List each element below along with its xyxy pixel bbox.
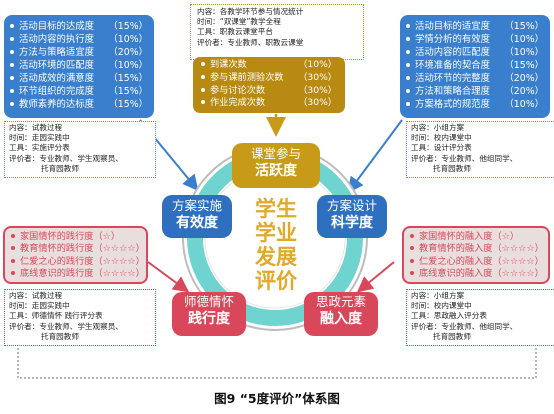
top-item: 参与讨论次数（30%） bbox=[201, 85, 337, 98]
top-info-line: 时间：“双课堂”教学全程 bbox=[197, 17, 281, 27]
lower-right-info: 内容：小组方案 时间：校内课堂中 工具：思政融入评分表 评价者：专业教师、他组同… bbox=[406, 289, 554, 346]
lower-left-item: 仁爱之心的践行度（☆☆☆☆） bbox=[11, 256, 145, 268]
lower-left-info: 内容：试教过程 时间：走园实践中 工具：师德情怀 践行评分表 评价者：专业教师、… bbox=[4, 289, 156, 346]
top-info-line: 内容：各教学环节参与情况统计 bbox=[197, 7, 304, 16]
upper-right-item: 活动目标的适宜度（15%） bbox=[406, 20, 544, 33]
node-upper-left-line1: 方案实施 bbox=[171, 198, 222, 213]
lower-right-panel: 家国情怀的融入度（☆） 教育情怀的融入度（☆☆☆☆） 仁爱之心的融入度（☆☆☆☆… bbox=[402, 226, 550, 284]
upper-left-item: 活动目标的达成度（15%） bbox=[10, 20, 148, 33]
top-info-line: 评价者：专业教师、职教云课堂 bbox=[197, 37, 304, 47]
node-upper-right: 方案设计 科学度 bbox=[317, 195, 387, 238]
upper-right-item: 活动内容的匹配度（10%） bbox=[406, 46, 544, 59]
upper-right-item: 方法和策略合理度（20%） bbox=[406, 85, 544, 98]
top-item: 作业完成次数（30%） bbox=[201, 97, 337, 110]
center-line-3: 发展 bbox=[255, 245, 297, 269]
figure-caption: 图9 “5度评价”体系图 bbox=[214, 391, 340, 406]
lower-left-item: 底线意识的践行度（☆☆☆☆） bbox=[11, 268, 145, 280]
upper-left-item: 活动内容的执行度（10%） bbox=[10, 33, 148, 46]
upper-right-item: 方案格式的规范度（10%） bbox=[406, 98, 544, 111]
dashed-frame-bottom bbox=[17, 340, 537, 379]
node-lower-right-line1: 思政元素 bbox=[315, 294, 366, 309]
lower-right-item: 底线意识的融入度（☆☆☆☆） bbox=[410, 268, 544, 280]
arrow-lower-left bbox=[147, 261, 190, 293]
lower-left-item: 教育情怀的践行度（☆☆☆☆） bbox=[11, 243, 145, 255]
node-lower-right: 思政元素 融入度 bbox=[304, 292, 378, 336]
top-item: 到课次数（10%） bbox=[201, 59, 337, 72]
node-upper-right-line1: 方案设计 bbox=[326, 198, 377, 213]
upper-right-info: 内容：小组方案 时间：校内课堂中 工具：设计评分表 评价者：专业教师、他组同学、… bbox=[406, 121, 554, 178]
node-lower-left: 师德情怀 践行度 bbox=[172, 292, 246, 336]
upper-left-item: 活动环境的匹配度（10%） bbox=[10, 59, 148, 72]
center-line-4: 评价 bbox=[255, 269, 297, 293]
lower-right-item: 家国情怀的融入度（☆） bbox=[410, 231, 542, 243]
upper-left-item: 教师素养的达标度（15%） bbox=[10, 98, 148, 111]
node-top: 课堂参与 活跃度 bbox=[232, 143, 320, 188]
top-info-box: 内容：各教学环节参与情况统计 时间：“双课堂”教学全程 工具：职教云课堂平台 评… bbox=[190, 4, 364, 60]
upper-left-panel: 活动目标的达成度（15%） 活动内容的执行度（10%） 方法与策略适宜度（20%… bbox=[4, 15, 154, 118]
upper-right-item: 环境准备的契合度（15%） bbox=[406, 59, 544, 72]
upper-right-item: 学情分析的有效度（10%） bbox=[406, 33, 544, 46]
top-panel: 到课次数（10%） 参与课前测验次数（30%） 参与讨论次数（30%） 作业完成… bbox=[193, 57, 345, 113]
upper-left-item: 活动成效的满意度（15%） bbox=[10, 72, 148, 85]
node-top-line1: 课堂参与 bbox=[250, 146, 301, 161]
upper-right-panel: 活动目标的适宜度（15%） 学情分析的有效度（10%） 活动内容的匹配度（10%… bbox=[400, 15, 550, 118]
node-lower-right-line2: 融入度 bbox=[320, 311, 362, 327]
upper-right-item: 活动环节的完整度（20%） bbox=[406, 72, 544, 85]
lower-left-item: 家国情怀的践行度（☆） bbox=[11, 231, 140, 243]
node-top-line2: 活跃度 bbox=[255, 163, 297, 179]
upper-left-item: 环节组织的完成度（15%） bbox=[10, 85, 148, 98]
node-lower-left-line2: 践行度 bbox=[188, 311, 230, 327]
arrow-upper-right bbox=[347, 119, 403, 194]
lower-right-item: 仁爱之心的融入度（☆☆☆☆） bbox=[410, 256, 544, 268]
node-upper-left: 方案实施 有效度 bbox=[162, 195, 232, 238]
center-ring bbox=[182, 145, 368, 331]
lower-right-item: 教育情怀的融入度（☆☆☆☆） bbox=[410, 243, 544, 255]
upper-left-info: 内容：试教过程 时间：走园实践中 工具：实施评分表 评价者：专业教师、学生观察员… bbox=[4, 121, 156, 178]
center-line-1: 学生 bbox=[255, 197, 297, 221]
center-line-2: 学业 bbox=[255, 221, 297, 245]
lower-left-panel: 家国情怀的践行度（☆） 教育情怀的践行度（☆☆☆☆） 仁爱之心的践行度（☆☆☆☆… bbox=[3, 226, 148, 284]
top-info-line: 工具：职教云课堂平台 bbox=[197, 27, 273, 37]
node-lower-left-line1: 师德情怀 bbox=[183, 294, 234, 309]
arrow-lower-right bbox=[356, 261, 395, 293]
upper-left-item: 方法与策略适宜度（20%） bbox=[10, 46, 148, 59]
center-title: 学生 学业 发展 评价 bbox=[244, 197, 308, 293]
node-upper-right-line2: 科学度 bbox=[331, 215, 373, 231]
top-item: 参与课前测验次数（30%） bbox=[201, 72, 337, 85]
node-upper-left-line2: 有效度 bbox=[176, 215, 218, 231]
